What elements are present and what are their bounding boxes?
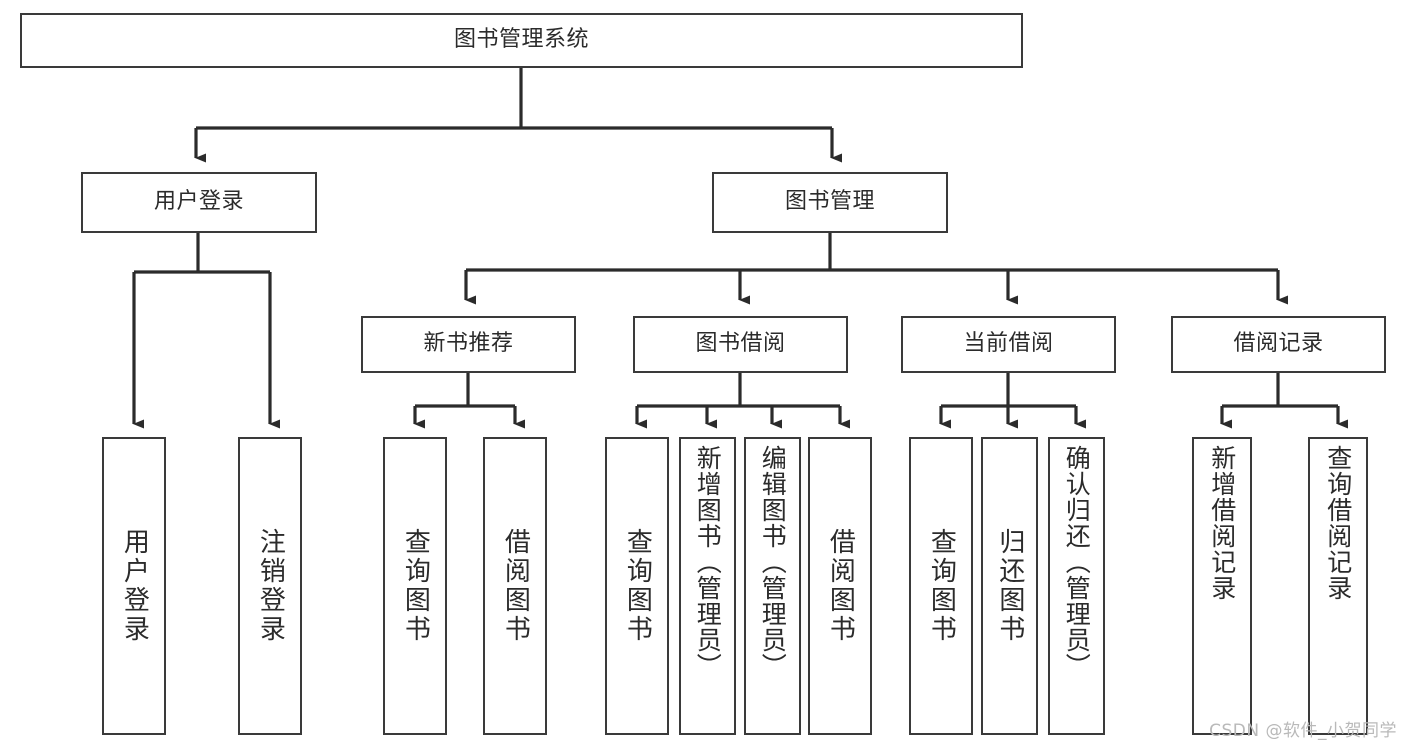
node-leaf-user-login[interactable]: 用户登录 — [102, 437, 166, 735]
node-leaf-add-record-label: 新增借阅记录 — [1207, 445, 1237, 601]
node-book-borrow[interactable]: 图书借阅 — [633, 316, 848, 373]
node-leaf-query-book-3[interactable]: 查询图书 — [909, 437, 973, 735]
node-leaf-add-book[interactable]: 新增图书（管理员） — [679, 437, 736, 735]
node-leaf-confirm-return[interactable]: 确认归还（管理员） — [1048, 437, 1105, 735]
node-leaf-query-book-2[interactable]: 查询图书 — [605, 437, 669, 735]
node-leaf-logout[interactable]: 注销登录 — [238, 437, 302, 735]
node-leaf-return-book-label: 归还图书 — [994, 528, 1025, 644]
node-leaf-edit-book-label: 编辑图书（管理员） — [758, 445, 788, 679]
node-leaf-query-record-label: 查询借阅记录 — [1323, 445, 1353, 601]
node-leaf-logout-label: 注销登录 — [255, 528, 286, 644]
node-leaf-add-book-label: 新增图书（管理员） — [693, 445, 723, 679]
node-borrow-record-label: 借阅记录 — [1233, 331, 1324, 357]
node-user-login[interactable]: 用户登录 — [81, 172, 317, 233]
node-leaf-query-book-1[interactable]: 查询图书 — [383, 437, 447, 735]
node-leaf-return-book[interactable]: 归还图书 — [981, 437, 1038, 735]
node-new-book-recommend-label: 新书推荐 — [423, 331, 514, 357]
watermark-text: CSDN @软件_小贺同学 — [1209, 721, 1397, 741]
node-borrow-record[interactable]: 借阅记录 — [1171, 316, 1386, 373]
node-leaf-borrow-book-1-label: 借阅图书 — [500, 528, 531, 644]
node-leaf-query-book-2-label: 查询图书 — [622, 528, 653, 644]
node-leaf-user-login-label: 用户登录 — [119, 528, 150, 644]
node-root-label: 图书管理系统 — [453, 27, 589, 53]
node-leaf-borrow-book-2-label: 借阅图书 — [825, 528, 856, 644]
node-leaf-borrow-book-1[interactable]: 借阅图书 — [483, 437, 547, 735]
node-new-book-recommend[interactable]: 新书推荐 — [361, 316, 576, 373]
node-user-login-label: 用户登录 — [153, 189, 244, 215]
node-leaf-confirm-return-label: 确认归还（管理员） — [1062, 445, 1092, 679]
node-book-borrow-label: 图书借阅 — [695, 331, 786, 357]
node-current-borrow-label: 当前借阅 — [963, 331, 1054, 357]
node-leaf-query-record[interactable]: 查询借阅记录 — [1308, 437, 1368, 735]
node-leaf-borrow-book-2[interactable]: 借阅图书 — [808, 437, 872, 735]
node-leaf-edit-book[interactable]: 编辑图书（管理员） — [744, 437, 801, 735]
node-root[interactable]: 图书管理系统 — [20, 13, 1023, 68]
node-book-manage-label: 图书管理 — [784, 189, 875, 215]
node-current-borrow[interactable]: 当前借阅 — [901, 316, 1116, 373]
node-book-manage[interactable]: 图书管理 — [712, 172, 948, 233]
node-leaf-add-record[interactable]: 新增借阅记录 — [1192, 437, 1252, 735]
node-leaf-query-book-3-label: 查询图书 — [926, 528, 957, 644]
node-leaf-query-book-1-label: 查询图书 — [400, 528, 431, 644]
